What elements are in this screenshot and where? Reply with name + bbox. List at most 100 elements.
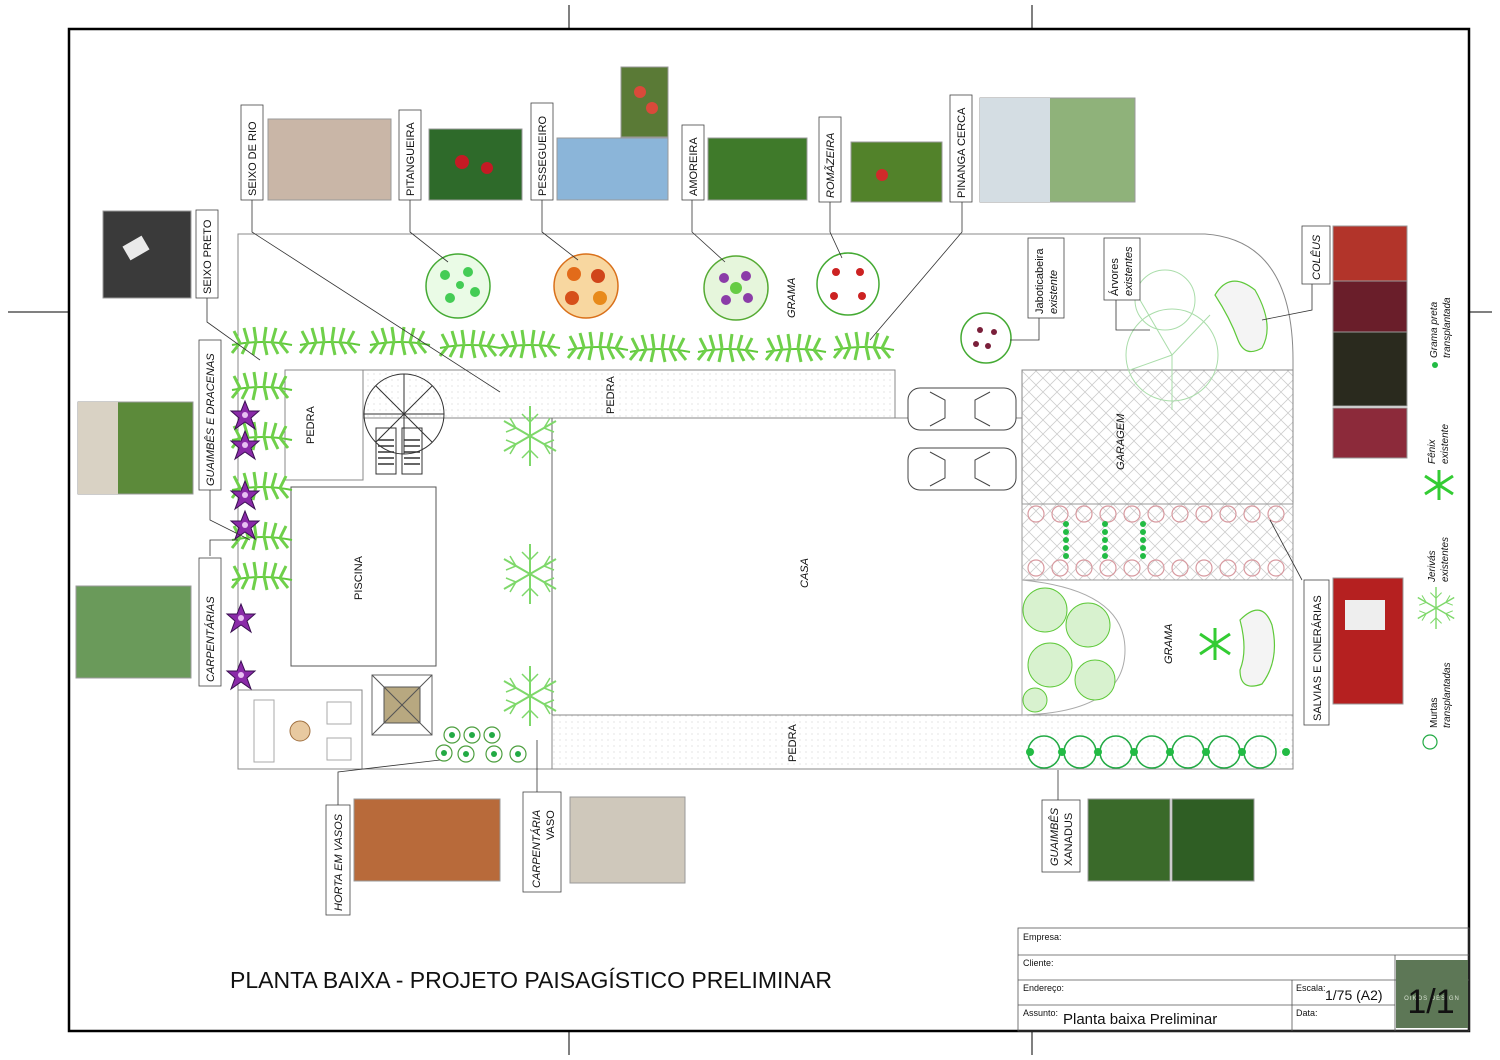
- salvias-row-bottom: [1027, 559, 1285, 577]
- pitangueira-symbol: [425, 253, 491, 319]
- legend-fenix-symbol: [1424, 470, 1454, 500]
- photo-pesseguiero: [556, 137, 669, 201]
- legend-jerivas-symbol: [1417, 586, 1455, 630]
- legend-fenix-1: Fênix: [1427, 439, 1438, 464]
- sheet-border: [67, 27, 1471, 1033]
- garagem-area: [1021, 369, 1294, 581]
- tb-cliente: Cliente:: [1023, 958, 1054, 968]
- legend-murtas-1: Murtas: [1429, 697, 1440, 728]
- label-pinanga: PINANGA CERCA: [956, 107, 968, 198]
- piscina-area: [290, 486, 437, 667]
- title-block: [1017, 927, 1470, 1032]
- guaimbes-xanadus-cluster: [1021, 579, 1126, 716]
- coleus-bed-garden: [1239, 609, 1275, 687]
- fenix-palm: [1199, 628, 1231, 660]
- coleus-bed-top: [1214, 280, 1268, 353]
- photo-xanadus-2: [1171, 798, 1255, 882]
- area-grama-top: GRAMA: [786, 278, 798, 318]
- photo-amoreira: [707, 137, 808, 201]
- photo-horta: [353, 798, 501, 882]
- label-carpentaria-vaso-2: VASO: [545, 810, 557, 840]
- legend-fenix-2: existente: [1440, 424, 1451, 464]
- grama-preta-bars: [1063, 521, 1146, 559]
- label-seixo-preto: SEIXO PRETO: [202, 219, 214, 294]
- area-grama-right: GRAMA: [1163, 624, 1175, 664]
- area-pedra-bottom: PEDRA: [787, 723, 799, 762]
- label-arvores-1: Árvores: [1108, 258, 1121, 296]
- label-carpentarias: CARPENTÁRIAS: [204, 596, 217, 682]
- photo-coleus-2: [1332, 280, 1408, 333]
- lot-outline: [237, 233, 1294, 770]
- label-salvias: SALVIAS E CINERÁRIAS: [1311, 595, 1324, 721]
- horta-pots: [435, 726, 527, 763]
- pinanga-row: [230, 325, 896, 364]
- salvias-strip: [1021, 503, 1294, 581]
- photo-seixo-preto: [102, 210, 192, 299]
- pedra-small-area: [284, 369, 364, 481]
- jabuticabeira-symbol: [960, 312, 1012, 364]
- area-casa: CASA: [799, 558, 811, 588]
- legend-grama-preta-symbol: [1432, 362, 1438, 368]
- photo-carpentarias: [75, 585, 192, 679]
- label-guaimbes-dracenas: GUAIMBÊS E DRACENAS: [204, 353, 217, 486]
- area-pedra-top: PEDRA: [605, 375, 617, 414]
- area-pedra-small: PEDRA: [305, 405, 317, 444]
- photo-salvias: [1332, 577, 1404, 705]
- label-pitangueira: PITANGUEIRA: [405, 122, 417, 196]
- pedra-bottom-area: [551, 714, 1294, 770]
- pedra-top-area: [284, 369, 896, 419]
- tb-assunto-value: Planta baixa Preliminar: [1063, 1011, 1217, 1028]
- romazeira-symbol: [816, 252, 880, 316]
- label-horta: HORTA EM VASOS: [333, 813, 345, 911]
- loungers: [375, 427, 423, 475]
- logo-box: [1396, 960, 1468, 1028]
- tb-data-label: Data:: [1296, 1008, 1318, 1018]
- photo-coleus-4: [1332, 407, 1408, 459]
- photo-romazeira: [850, 141, 943, 203]
- label-pessegueiro: PESSEGUEIRO: [537, 115, 549, 196]
- guaimbes-left-row: [230, 370, 294, 592]
- photos: [75, 66, 1408, 884]
- tb-empresa: Empresa:: [1023, 932, 1062, 942]
- salvias-row-top: [1027, 505, 1285, 523]
- sheet-number: 1/1: [1407, 983, 1454, 1021]
- legend: Grama preta transplantada Fênix existent…: [1417, 297, 1455, 750]
- legend-murtas-2: transplantadas: [1442, 662, 1453, 728]
- legend-jerivas-1: Jerivás: [1427, 550, 1438, 583]
- pessegueiro-symbol: [553, 253, 619, 319]
- label-jabuticabeira-2: existente: [1048, 270, 1060, 314]
- jerivas-palms: [503, 405, 557, 727]
- photo-xanadus-1: [1087, 798, 1171, 882]
- label-amoreira: AMOREIRA: [688, 137, 700, 196]
- label-arvores-2: existentes: [1123, 246, 1135, 296]
- casa-area: [551, 417, 1023, 716]
- car-1: [907, 387, 1017, 431]
- legend-grama-preta-1: Grama preta: [1429, 301, 1440, 358]
- legend-grama-preta-2: transplantada: [1442, 297, 1453, 358]
- photo-seixo-rio: [267, 118, 392, 201]
- photo-coleus-1: [1332, 225, 1408, 282]
- umbrella: [363, 373, 445, 455]
- tb-endereco: Endereço:: [1023, 983, 1064, 993]
- photo-pesseguiero-top: [620, 66, 669, 138]
- label-guaimbes-xanadus-1: GUAIMBÊS: [1048, 807, 1061, 866]
- tb-escala-label: Escala:: [1296, 983, 1326, 993]
- photo-coleus-3: [1332, 331, 1408, 407]
- legend-jerivas-2: existentes: [1440, 537, 1451, 582]
- amoreira-symbol: [703, 255, 769, 321]
- photo-carpentaria-vaso: [569, 796, 686, 884]
- label-guaimbes-xanadus-2: XANADUS: [1063, 813, 1075, 866]
- tb-assunto-label: Assunto:: [1023, 1008, 1058, 1018]
- photo-pitangueira: [428, 128, 523, 201]
- label-carpentaria-vaso-1: CARPENTÁRIA: [530, 810, 543, 888]
- drawing-title: PLANTA BAIXA - PROJETO PAISAGÍSTICO PREL…: [230, 967, 832, 993]
- tb-escala-value: 1/75 (A2): [1325, 987, 1383, 1003]
- area-piscina: PISCINA: [353, 555, 365, 600]
- area-garagem: GARAGEM: [1115, 413, 1127, 470]
- label-seixo-rio: SEIXO DE RIO: [247, 121, 259, 196]
- label-romazeira: ROMÃZEIRA: [824, 133, 837, 198]
- legend-murtas-symbol: [1422, 734, 1438, 750]
- logo-text: OIKOS DESIGN: [1404, 996, 1460, 1002]
- label-coleus: COLÊUS: [1310, 234, 1323, 280]
